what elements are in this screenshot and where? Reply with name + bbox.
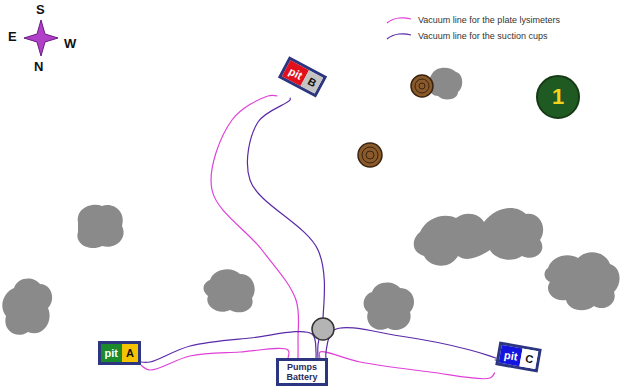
vacuum-line <box>247 98 324 358</box>
tree-canopy <box>414 208 543 266</box>
tree-ring <box>366 151 374 159</box>
pit-letter: C <box>519 349 538 369</box>
tree-stump <box>358 143 382 167</box>
pit-word: pit <box>101 344 122 362</box>
tree-stump <box>358 75 433 167</box>
legend-line-sample <box>386 15 412 25</box>
box-label: Pumps Battery <box>279 361 325 383</box>
tree-canopy <box>429 68 463 100</box>
pit-box: pitB <box>277 56 327 98</box>
pit-box: pitA <box>98 341 141 365</box>
legend-text: Vacuum line for the plate lysimeters <box>418 15 560 25</box>
legend-line <box>387 18 411 23</box>
pit-word: pit <box>498 345 522 366</box>
compass-star <box>24 20 58 56</box>
vacuum-line <box>326 328 500 361</box>
pit-letter: A <box>122 344 138 362</box>
pumps-box: Pumps Battery <box>276 358 328 386</box>
tree-canopy <box>204 269 255 312</box>
tree-ring <box>362 147 378 163</box>
compass-letter: E <box>8 30 17 44</box>
pit-box: pitC <box>495 341 542 372</box>
tree-ring <box>415 79 429 93</box>
legend-row: Vacuum line for the plate lysimeters <box>386 15 560 25</box>
tree-canopy <box>545 252 620 310</box>
legend-text: Vacuum line for the suction cups <box>418 31 547 41</box>
compass-letter: S <box>36 3 45 17</box>
tree-stump <box>411 75 433 97</box>
callout-circle: 1 <box>536 75 580 119</box>
tree-canopy <box>364 282 414 330</box>
compass-letter: N <box>34 60 43 74</box>
compass-letter: W <box>64 37 76 51</box>
callout-number: 1 <box>552 85 564 109</box>
legend-row: Vacuum line for the suction cups <box>386 31 547 41</box>
line-junction <box>312 318 334 340</box>
tree-ring <box>419 83 425 89</box>
vacuum-line <box>141 348 289 370</box>
tree-canopy <box>2 68 619 335</box>
vacuum-line <box>211 95 299 358</box>
tree-canopy <box>2 278 52 334</box>
tree-canopy <box>77 205 123 248</box>
legend-line <box>387 34 411 39</box>
vacuum-line <box>319 351 494 378</box>
legend-line-sample <box>386 31 412 41</box>
